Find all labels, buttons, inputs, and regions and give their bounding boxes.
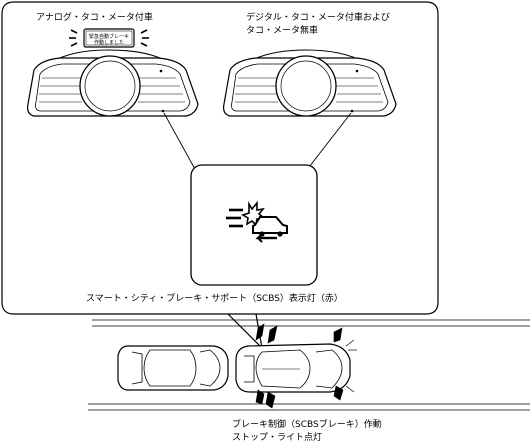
svg-text:緊急自動ブレーキ: 緊急自動ブレーキ [89, 33, 129, 40]
scbs-warning-icon [226, 200, 288, 243]
analog-tacho-label: アナログ・タコ・メータ付車 [36, 11, 153, 23]
scbs-indicator-label: スマート・シティ・ブレーキ・サポート（SCBS）表示灯（赤） [86, 292, 343, 304]
brake-light-indicators [255, 323, 344, 409]
leading-car [117, 345, 229, 391]
analog-instrument-cluster: 緊急自動ブレーキ 作動しました [27, 28, 199, 117]
digital-tacho-label-1: デジタル・タコ・メータ付車および [246, 11, 390, 23]
stop-light-label: ストップ・ライト点灯 [232, 432, 322, 443]
svg-text:作動しました: 作動しました [94, 39, 124, 46]
digital-instrument-cluster [223, 49, 397, 117]
car-icon [235, 343, 351, 393]
speedometer-icon [79, 55, 141, 117]
digital-tacho-label-2: タコ・メータ無車 [246, 24, 318, 36]
message-display [83, 28, 135, 48]
brake-control-label: ブレーキ制御（SCBSブレーキ）作動 [232, 418, 382, 430]
scbs-indicator-dot [161, 109, 165, 113]
road-scene [88, 319, 530, 411]
